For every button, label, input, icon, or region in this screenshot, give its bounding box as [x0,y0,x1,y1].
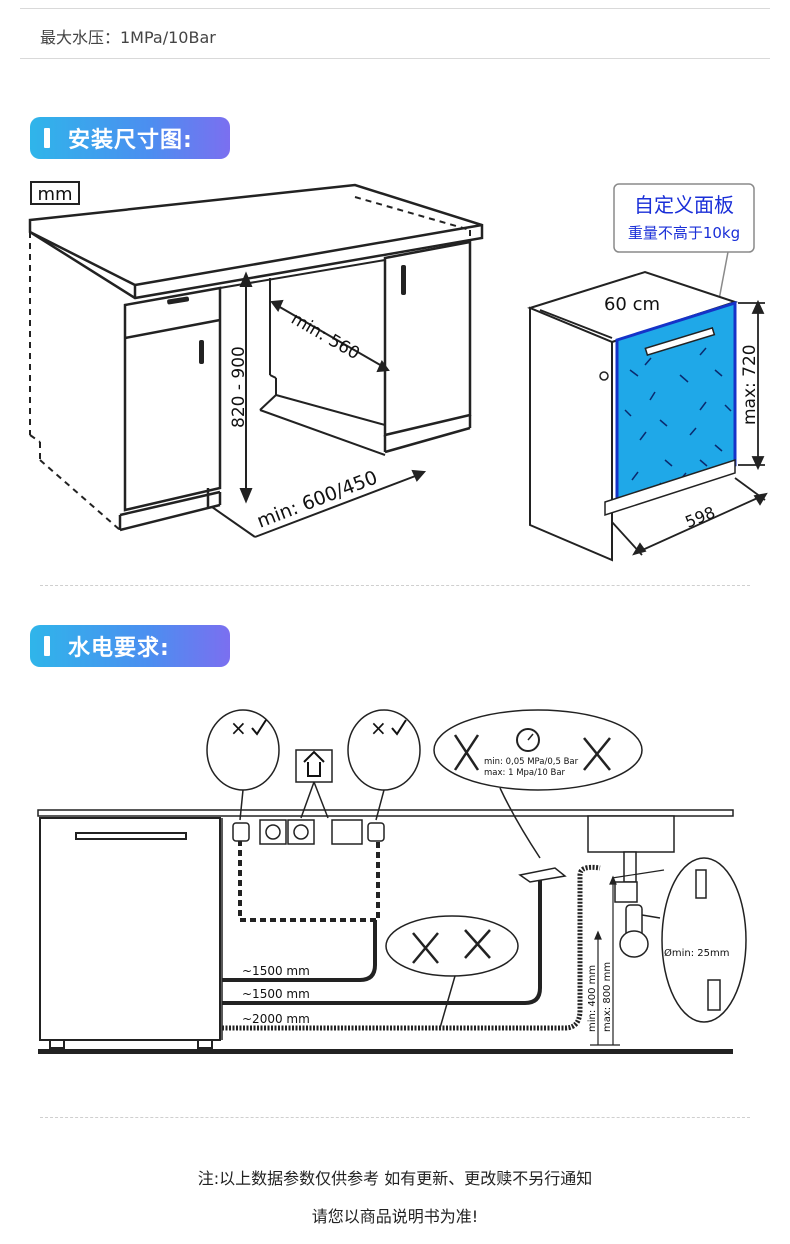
disclaimer-line-2: 请您以商品说明书为准! [311,1207,479,1226]
no-kink-callout [385,915,519,977]
hose-length-1: ~1500 mm [242,964,310,978]
drain-height-arrows [590,875,620,1046]
max-water-pressure-text: 最大水压：1MPa/10Bar [40,28,216,47]
panel-height-arrow [738,299,765,471]
unit-label: mm [37,184,72,205]
disclaimer-line-1: 注:以上数据参数仅供参考 如有更新、更改赎不另行通知 [197,1169,593,1188]
floor-line [38,1049,733,1054]
panel-height-label: max: 720 [740,344,760,425]
reject-cross-icon: × [230,716,247,740]
pressure-callout [433,709,643,791]
top-divider [20,8,770,9]
install-section-header: 安装尺寸图: [30,117,230,159]
pressure-min-label: min: 0,05 MPa/0,5 Bar [484,757,579,767]
sink-basin [587,815,675,958]
unit-box [30,181,80,205]
house-ground-icon [303,750,325,777]
spec-divider [20,58,770,59]
panel-weight-label: 重量不高于10kg [628,224,740,242]
section-divider [40,585,750,586]
panel-callout-box [613,183,755,253]
panel-handle-icon [644,327,716,357]
right-cabinet [383,240,472,454]
panel-pattern [624,347,732,491]
power-cable-dashed [238,840,380,922]
installation-dimension-diagram: mm [28,181,768,562]
height-range-label: 820 - 900 [229,346,249,428]
appliance-width-arrow [611,477,768,556]
pressure-pointer [499,787,541,859]
kickplate [604,458,736,517]
water-tap-icon [518,867,567,883]
no-siphon-icon [583,737,611,771]
drain-min-label: min: 400 mm [587,965,598,1032]
water-inlet-hose [222,880,542,1005]
height-dimension-arrow [239,271,253,504]
check-icon-2 [391,719,407,736]
panel-width-label: 60 cm [604,294,660,315]
wall-sockets [232,819,385,845]
width-dimension-arrow [211,469,427,538]
left-cabinet [118,286,222,532]
siphon-icon [695,869,721,1011]
utility-section-header: 水电要求: [30,625,230,667]
siphon-diameter-label: Ømin: 25mm [664,947,729,959]
appliance-width-label: 598 [682,503,717,532]
no-kink-icon [412,929,491,964]
utility-requirements-diagram: × × min: 0,05 MPa/0,5 Bar max: 1 Mpa/10 … [37,709,747,1054]
install-section-title: 安装尺寸图: [68,128,193,153]
drawer-handle-icon [167,296,190,305]
appliance-knob-icon [599,371,609,381]
header-bar-icon [44,128,50,148]
header-bar-icon [44,636,50,656]
hose-length-2: ~1500 mm [242,987,310,1001]
power-cable [222,920,377,982]
footer-divider [40,1117,750,1118]
panel-title-label: 自定义面板 [634,193,734,217]
hose-length-3: ~2000 mm [242,1012,310,1026]
depth-label: min: 560 [288,309,364,364]
right-door-handle-icon [401,265,406,295]
depth-dimension-arrow [270,299,390,373]
check-icon [251,719,267,736]
siphon-callout [661,857,747,1023]
dishwasher-body [527,270,739,562]
drain-max-label: max: 800 mm [602,962,613,1032]
width-label: min: 600/450 [254,467,381,533]
pressure-max-label: max: 1 Mpa/10 Bar [484,768,566,778]
cabinet-door-handle-icon [199,340,204,364]
countertop-line [37,809,734,817]
no-water-drop-icon [453,734,480,771]
dishwasher-front [39,817,221,1049]
reject-cross-icon-2: × [370,716,387,740]
utility-section-title: 水电要求: [68,636,170,661]
plug-icons [206,709,421,821]
